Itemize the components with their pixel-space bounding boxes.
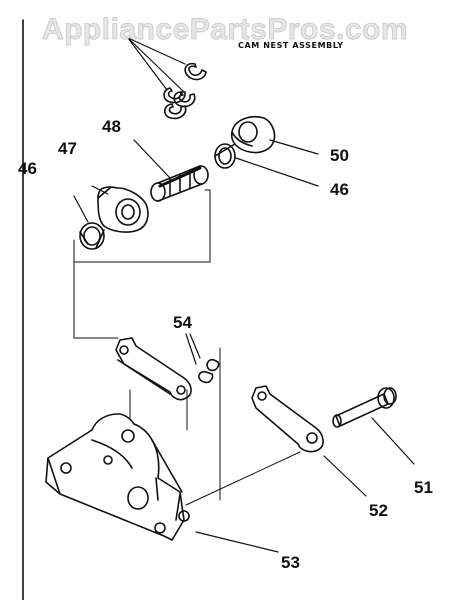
- part-label-46-left: 46: [18, 159, 37, 178]
- lever-part-52: [251, 385, 324, 453]
- assembly-guide-lines: [73, 189, 301, 506]
- part-label-52: 52: [369, 501, 388, 520]
- part-label-51: 51: [414, 478, 433, 497]
- cam-part-47: [97, 186, 149, 233]
- part-label-54: 54: [173, 313, 192, 332]
- bushing-part-46-left: [79, 222, 105, 250]
- diagram-title: CAM NEST ASSEMBLY: [238, 41, 344, 50]
- leader-lines: [73, 139, 415, 553]
- part-label-48: 48: [102, 117, 121, 136]
- watermark-text: AppliancePartsPros.com: [41, 13, 409, 47]
- e-clips-part-54: [198, 358, 220, 384]
- snap-ring-part-49: [163, 62, 207, 120]
- part-label-50: 50: [330, 146, 349, 165]
- leader-lines-49: [127, 37, 186, 93]
- lever-bracket-upper: [115, 337, 192, 401]
- cam-shaft-part-48: [150, 165, 209, 202]
- bushing-part-46-right: [214, 143, 236, 169]
- part-label-53: 53: [281, 553, 300, 572]
- part-label-47: 47: [58, 139, 77, 158]
- sleeve-part-50: [230, 116, 276, 154]
- part-label-46-right: 46: [330, 180, 349, 199]
- pin-part-51: [332, 387, 397, 428]
- base-plate-part-53: [45, 413, 190, 541]
